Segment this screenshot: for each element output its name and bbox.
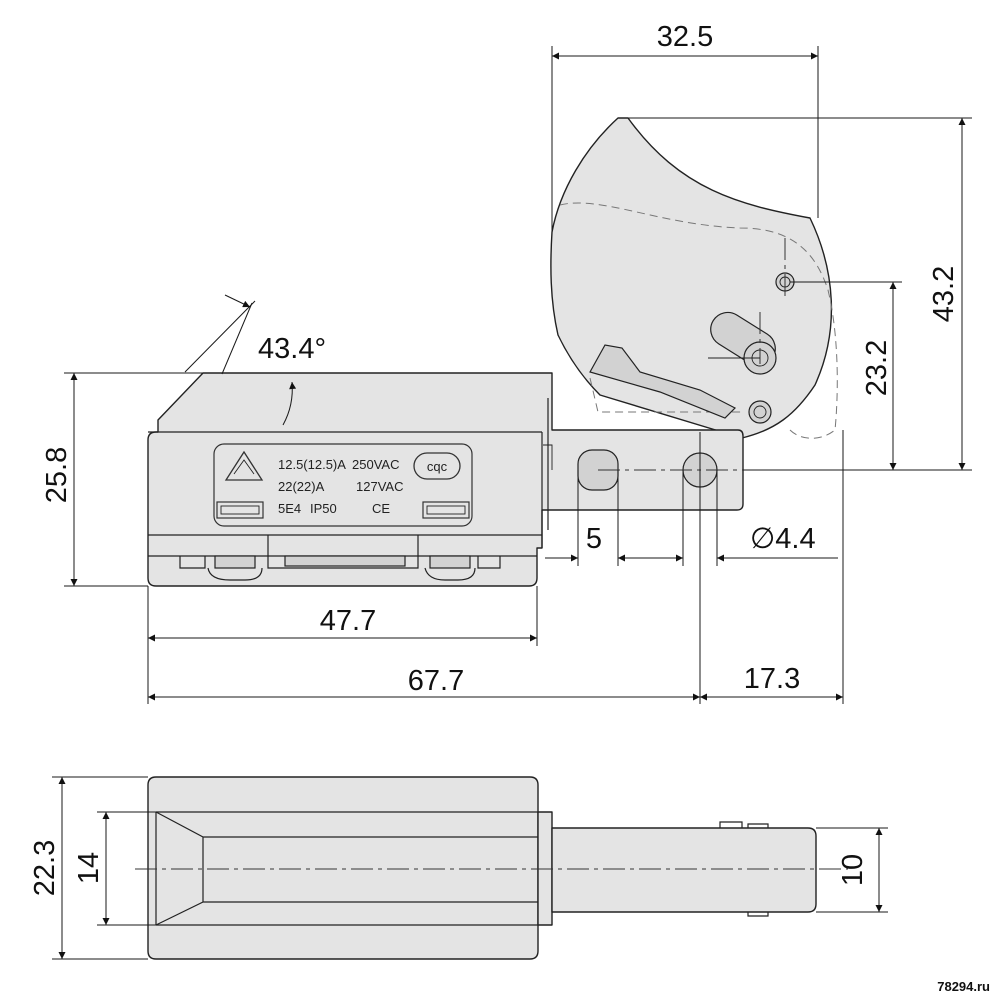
terminal-marker-right	[422, 501, 470, 519]
side-view-dimensions: 32.5 43.2 23.2 43.4° 25.8 5 ∅4.4 47.7 67…	[41, 21, 972, 704]
lock-latch	[589, 344, 737, 419]
dim-total-height: 43.2	[928, 266, 960, 322]
angle-arrow-top	[224, 294, 251, 308]
trigger-hidden-lower	[589, 377, 742, 413]
side-view: cqc 12.5(12.5)A 250VAC 22(22)A 127VAC 5E…	[147, 117, 850, 587]
angle-leader	[184, 300, 256, 373]
dim-base-height: 22.3	[29, 840, 61, 896]
lock-pin	[748, 400, 772, 424]
top-view-latch	[719, 821, 769, 917]
dim-hole-pitch: 5	[586, 523, 602, 555]
cqc-mark: cqc	[427, 459, 448, 474]
top-view	[135, 776, 848, 960]
dim-shaft-height: 10	[837, 854, 869, 886]
angle-arc	[282, 381, 297, 426]
label-line2-current: 22(22)A	[278, 479, 325, 494]
dim-body-length: 47.7	[320, 605, 376, 637]
body-recess2	[543, 444, 553, 470]
dim-overall-length: 67.7	[408, 665, 464, 697]
top-view-shaft	[551, 827, 817, 913]
dim-pivot-height: 23.2	[861, 340, 893, 396]
label-line1-voltage: 250VAC	[352, 457, 399, 472]
terminal-clips	[179, 535, 501, 581]
watermark: 78294.ru	[937, 979, 990, 994]
ce-mark: CE	[372, 501, 390, 516]
label-line2-voltage: 127VAC	[356, 479, 403, 494]
dim-inner-height: 14	[73, 852, 105, 884]
label-line3-code: 5E4	[278, 501, 301, 516]
cqc-badge	[413, 452, 461, 480]
terminal-marker-left	[216, 501, 264, 519]
label-line3-rating: IP50	[310, 501, 337, 516]
trigger-hidden-outline	[559, 202, 838, 439]
dim-trigger-offset: 17.3	[744, 663, 800, 695]
dim-angle: 43.4°	[258, 333, 326, 365]
top-view-taper	[155, 811, 538, 926]
dim-top-width: 32.5	[657, 21, 713, 53]
label-line1-current: 12.5(12.5)A	[278, 457, 346, 472]
top-view-body	[147, 776, 539, 960]
dim-body-height: 25.8	[41, 447, 73, 503]
dim-hole-diameter: ∅4.4	[750, 523, 816, 555]
label-plate	[213, 443, 473, 527]
top-view-dimensions: 22.3 14 10	[29, 776, 888, 960]
warning-triangle-icon	[224, 450, 264, 481]
